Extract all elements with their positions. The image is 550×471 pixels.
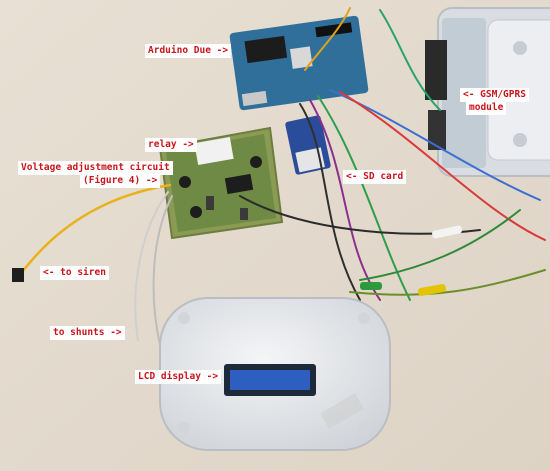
label-voltage-adjustment-line2: (Figure 4) ->: [80, 174, 161, 188]
label-shunts: to shunts ->: [50, 326, 125, 340]
lcd-enclosure: [159, 297, 391, 451]
voltage-adjustment-pcb: [158, 126, 284, 240]
label-siren: <- to siren: [40, 266, 109, 280]
label-voltage-adjustment-line1: Voltage adjustment circuit: [18, 161, 173, 175]
label-relay: relay ->: [145, 138, 197, 152]
wires: [20, 7, 546, 346]
label-arduino-due: Arduino Due ->: [145, 44, 232, 58]
label-gsm-gprs-line1: <- GSM/GPRS: [460, 88, 529, 102]
arduino-due-board: [229, 15, 369, 111]
alligator-clips: [12, 225, 462, 296]
label-gsm-gprs-line2: module: [466, 101, 507, 115]
label-lcd-display: LCD display ->: [135, 370, 222, 384]
label-sd-card: <- SD card: [343, 170, 407, 184]
